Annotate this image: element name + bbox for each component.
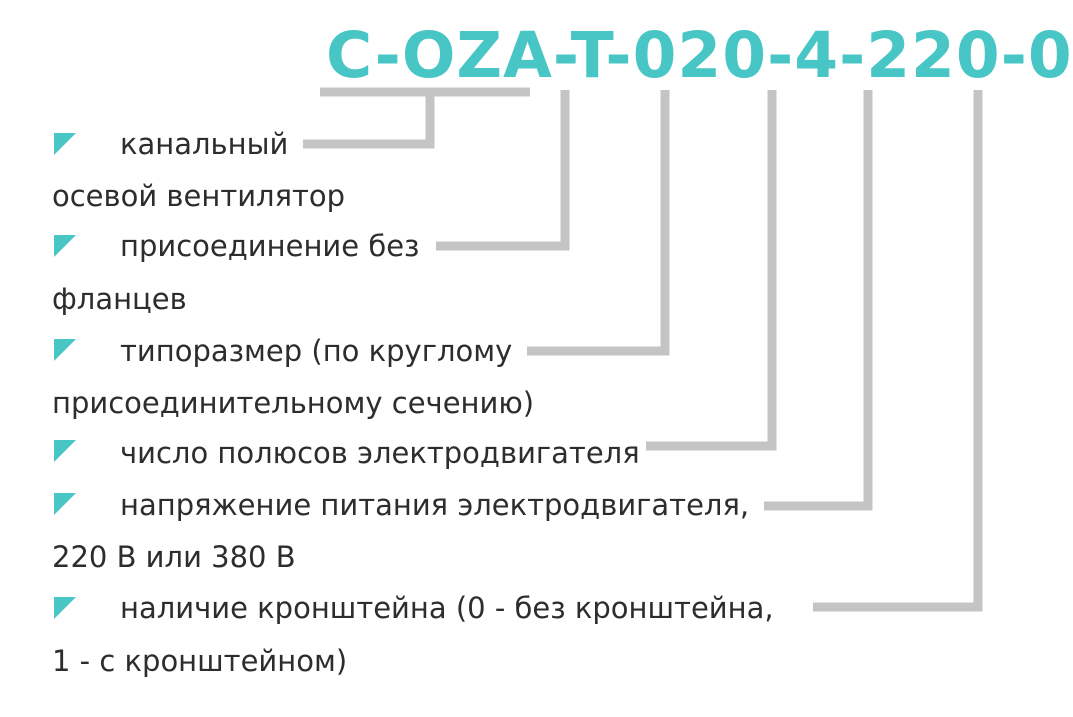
- triangle-bullet-icon: [54, 493, 76, 515]
- triangle-bullet-icon: [54, 597, 76, 619]
- item-series-line2: осевой вентилятор: [52, 179, 346, 213]
- connector-lines: [303, 87, 983, 612]
- item-series-line1: канальный: [120, 127, 289, 161]
- connector-voltage: [764, 90, 873, 511]
- triangle-bullet-icon: [54, 440, 76, 462]
- item-flange-line2: фланцев: [52, 282, 187, 316]
- connector-series: [303, 87, 530, 149]
- connector-bracket: [813, 90, 983, 612]
- item-voltage-line1: напряжение питания электродвигателя,: [120, 488, 750, 522]
- connector-size: [527, 90, 670, 356]
- triangle-bullet-icon: [54, 339, 76, 361]
- item-poles-line1: число полюсов электродвигателя: [120, 436, 640, 470]
- item-flange-line1: присоединение без: [120, 229, 420, 263]
- item-size-line2: присоединительному сечению): [52, 386, 535, 420]
- item-size-line1: типоразмер (по круглому: [120, 334, 513, 368]
- model-code: C-OZA-T-020-4-220-0: [326, 19, 1073, 92]
- item-voltage-line2: 220 В или 380 В: [52, 540, 296, 574]
- triangle-bullet-icon: [54, 235, 76, 257]
- triangle-bullet-icon: [54, 133, 76, 155]
- item-bracket-line2: 1 - с кронштейном): [52, 644, 348, 678]
- connector-poles: [646, 90, 777, 451]
- connector-flange: [436, 90, 570, 251]
- item-bracket-line1: наличие кронштейна (0 - без кронштейна,: [120, 591, 774, 625]
